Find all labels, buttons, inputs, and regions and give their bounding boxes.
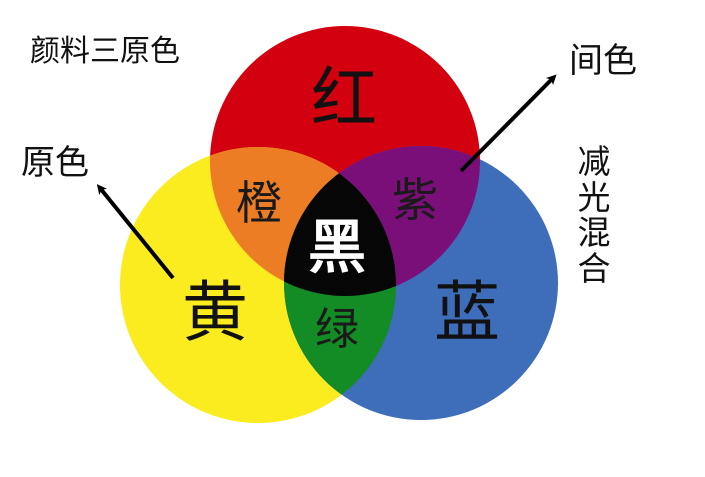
yellow-label: 黄 [182, 274, 248, 351]
diagram-title: 颜料三原色 [30, 34, 180, 69]
green-label: 绿 [315, 304, 359, 355]
black-center [284, 147, 396, 296]
purple-label: 紫 [392, 173, 438, 227]
subtractive-mixing-label: 减 光 混 合 [574, 144, 614, 287]
blue-label: 蓝 [434, 274, 500, 351]
mixing-char: 光 [577, 177, 611, 217]
orange-label: 橙 [236, 176, 282, 230]
primary-color-label: 原色 [21, 143, 89, 183]
black-label: 黑 [308, 213, 367, 281]
mixing-char: 减 [577, 142, 611, 181]
mixing-char: 混 [577, 213, 611, 253]
secondary-color-label: 间色 [569, 41, 637, 81]
red-label: 红 [311, 60, 377, 137]
secondary-arrow [459, 74, 557, 173]
mixing-char: 合 [577, 248, 611, 288]
primary-arrow [96, 184, 175, 280]
